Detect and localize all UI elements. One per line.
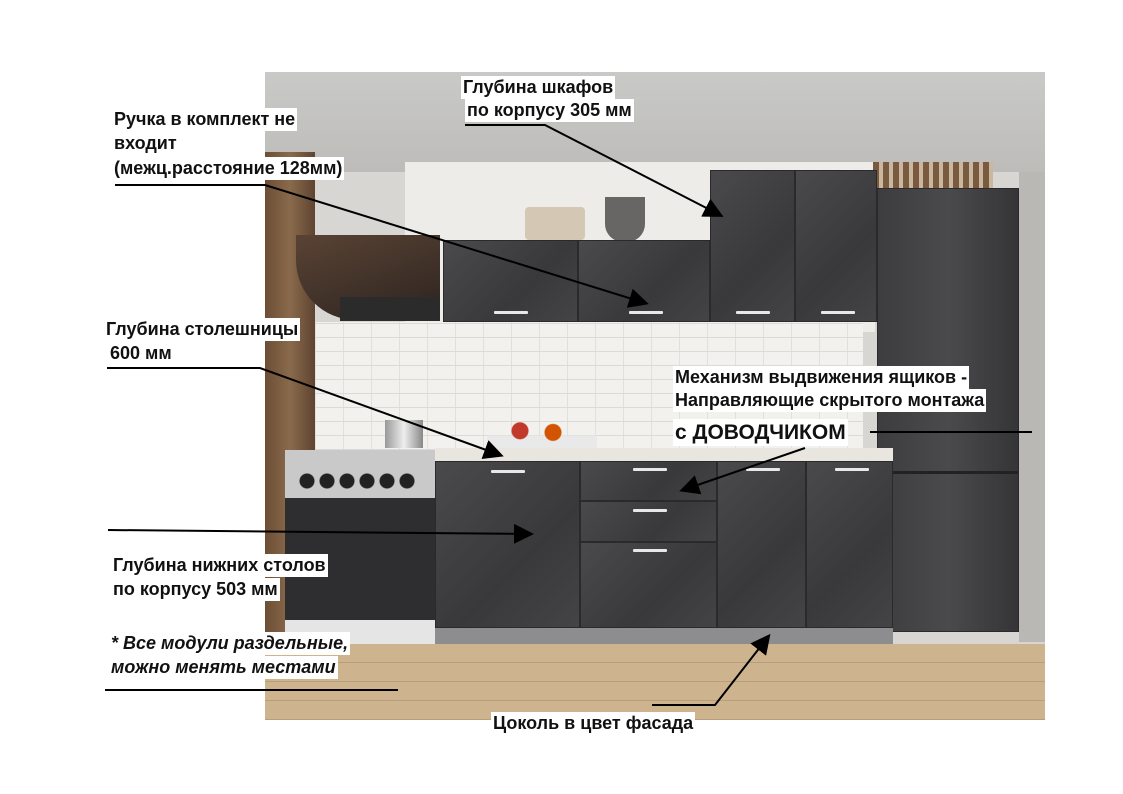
leader-upper-depth [465, 124, 724, 217]
lower-cabinet-door [717, 461, 806, 628]
shelf-vase [605, 197, 645, 242]
leader-plinth [652, 633, 771, 706]
side-wall [1019, 172, 1045, 642]
label-handle-3: (межц.расстояние 128мм) [112, 157, 345, 180]
lower-cabinet-door [580, 542, 717, 628]
shelf-jars [525, 207, 585, 240]
lower-cabinet-door [435, 461, 580, 628]
cooktop-upper [340, 297, 440, 321]
label-countertop-2: 600 мм [108, 342, 174, 365]
label-handle-2: входит [112, 132, 179, 155]
ceiling-wall [265, 72, 1045, 172]
label-modules-1: * Все модули раздельные, [109, 632, 351, 655]
stove-knobs [297, 472, 415, 490]
label-lower-depth-1: Глубина нижних столов [111, 554, 328, 577]
label-drawers-1: Механизм выдвижения ящиков - [673, 366, 970, 389]
label-drawers-2: Направляющие скрытого монтажа [673, 389, 987, 412]
fruit-bowl [487, 418, 597, 450]
label-drawers-3: с ДОВОДЧИКОМ [673, 419, 848, 446]
leader-handle [115, 184, 649, 308]
label-upper-depth-1: Глубина шкафов [461, 76, 616, 99]
leader-countertop [107, 367, 504, 459]
label-modules-2: можно менять местами [109, 656, 338, 679]
label-lower-depth-2: по корпусу 503 мм [111, 578, 280, 601]
floor [265, 644, 1045, 720]
label-countertop-1: Глубина столешницы [104, 318, 301, 341]
leader-drawers [679, 447, 806, 495]
leader-lower-depth [107, 523, 534, 544]
wood-slats [873, 162, 993, 192]
lower-cabinet-door [806, 461, 893, 628]
tall-upper-door [795, 170, 877, 322]
tall-upper-door [710, 170, 795, 322]
label-upper-depth-2: по корпусу 305 мм [465, 99, 634, 122]
label-handle-1: Ручка в комплект не [112, 108, 298, 131]
label-plinth: Цоколь в цвет фасада [491, 712, 696, 735]
drawer [580, 501, 717, 542]
upper-cabinet-door [578, 240, 710, 322]
